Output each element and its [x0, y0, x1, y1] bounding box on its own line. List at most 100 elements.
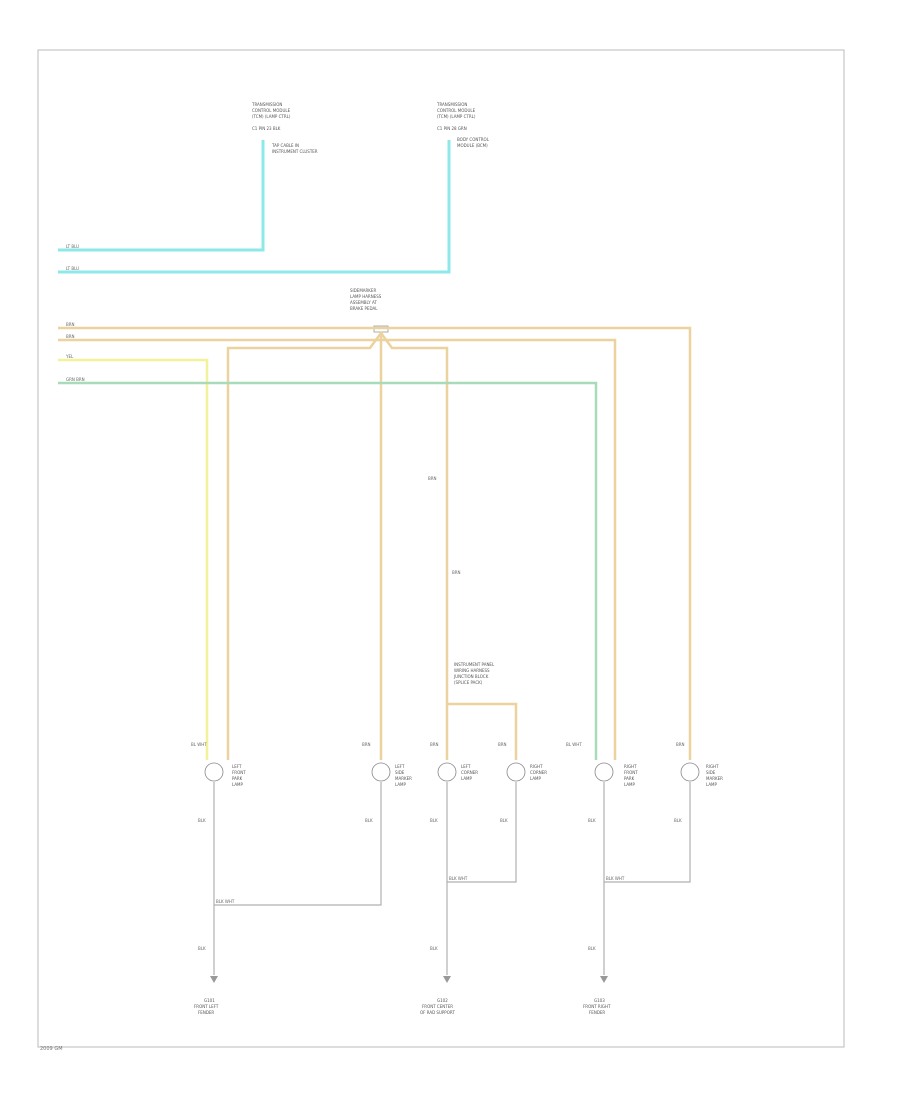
- svg-text:TAP CABLE IN: TAP CABLE IN: [271, 143, 299, 148]
- svg-text:INSTRUMENT CLUSTER: INSTRUMENT CLUSTER: [272, 149, 318, 154]
- cyan-wires: LT BLU LT BLU: [58, 140, 451, 274]
- svg-text:BLK: BLK: [430, 946, 438, 951]
- module-top-left: TRANSMISSION CONTROL MODULE (TCM) (LAMP …: [251, 102, 318, 154]
- ground-wire-labels: BLK BLK BLK BLK BLK BLK BLK WHT BLK WHT …: [198, 818, 682, 951]
- svg-text:BRN: BRN: [676, 742, 685, 747]
- svg-text:RIGHT: RIGHT: [530, 764, 543, 769]
- svg-text:BLK WHT: BLK WHT: [216, 899, 235, 904]
- svg-text:BRN: BRN: [362, 742, 371, 747]
- svg-text:OF RAD SUPPORT: OF RAD SUPPORT: [420, 1010, 455, 1015]
- lamp-left-side-marker: BRN LEFT SIDE MARKER LAMP: [362, 742, 412, 787]
- svg-text:CONTROL MODULE: CONTROL MODULE: [437, 108, 476, 113]
- svg-text:LEFT: LEFT: [395, 764, 405, 769]
- svg-text:BRN: BRN: [66, 322, 75, 327]
- ground-icon: [600, 976, 608, 983]
- svg-text:MARKER: MARKER: [706, 776, 723, 781]
- bulb-icon: [680, 762, 700, 782]
- module-center-mid: INSTRUMENT PANEL WIRING HARNESS JUNCTION…: [453, 662, 495, 685]
- module-center-top: SIDEMARKER LAMP HARNESS ASSEMBLY AT BRAK…: [350, 288, 382, 311]
- svg-text:BRN: BRN: [66, 334, 75, 339]
- svg-text:BRAKE PEDAL: BRAKE PEDAL: [350, 306, 378, 311]
- cyan-wire-2: [58, 140, 451, 274]
- svg-text:MODULE (BCM): MODULE (BCM): [457, 143, 488, 148]
- svg-text:LEFT: LEFT: [461, 764, 471, 769]
- lamp-right-side-marker: BRN RIGHT SIDE MARKER LAMP: [676, 742, 723, 787]
- svg-text:PARK: PARK: [624, 776, 635, 781]
- lamp-right-front-park: BL WHT RIGHT FRONT PARK LAMP: [566, 742, 638, 787]
- bulb-icon: [594, 762, 614, 782]
- svg-text:CORNER: CORNER: [461, 770, 478, 775]
- svg-text:G103: G103: [594, 998, 605, 1003]
- footer-label: 2009 GM: [40, 1046, 63, 1052]
- ground-g101: G101 FRONT LEFT FENDER: [194, 976, 219, 1015]
- bulb-icon: [204, 762, 224, 782]
- svg-text:TRANSMISSION: TRANSMISSION: [251, 102, 282, 107]
- tan-wire-splice: [226, 330, 449, 760]
- lamp-left-corner: BRN LEFT CORNER LAMP: [430, 742, 478, 782]
- yellow-wire: [58, 358, 209, 760]
- svg-text:LT BLU: LT BLU: [66, 266, 79, 271]
- green-wire: [58, 381, 598, 760]
- lamp-left-front-park: BL WHT LEFT FRONT PARK LAMP: [191, 742, 246, 787]
- module-top-right: TRANSMISSION CONTROL MODULE (TCM) (LAMP …: [436, 102, 490, 148]
- svg-text:FRONT CENTER: FRONT CENTER: [422, 1004, 453, 1009]
- svg-text:ASSEMBLY AT: ASSEMBLY AT: [350, 300, 377, 305]
- ground-g103: G103 FRONT RIGHT FENDER: [583, 976, 611, 1015]
- svg-text:BL WHT: BL WHT: [566, 742, 582, 747]
- svg-text:CORNER: CORNER: [530, 770, 547, 775]
- svg-text:SIDE: SIDE: [706, 770, 716, 775]
- svg-text:GRN BRN: GRN BRN: [66, 377, 85, 382]
- svg-text:LAMP: LAMP: [395, 782, 407, 787]
- bulb-icon: [437, 762, 457, 782]
- svg-text:LAMP: LAMP: [530, 776, 542, 781]
- diagram-frame: [37, 49, 845, 1048]
- ground-icon: [443, 976, 451, 983]
- svg-text:SIDEMARKER: SIDEMARKER: [350, 288, 376, 293]
- svg-text:FENDER: FENDER: [589, 1010, 605, 1015]
- tan-wire-top: [58, 326, 692, 760]
- svg-text:BODY CONTROL: BODY CONTROL: [457, 137, 490, 142]
- svg-text:WIRING HARNESS: WIRING HARNESS: [454, 668, 490, 673]
- svg-text:BLK: BLK: [674, 818, 682, 823]
- cyan-wire-1: [58, 140, 265, 252]
- svg-text:C1 PIN 28 GRN: C1 PIN 28 GRN: [437, 126, 467, 131]
- svg-text:LT BLU: LT BLU: [66, 244, 79, 249]
- svg-text:G101: G101: [204, 998, 215, 1003]
- svg-text:BRN: BRN: [498, 742, 507, 747]
- svg-text:BLK: BLK: [198, 818, 206, 823]
- svg-text:(TCM) (LAMP CTRL): (TCM) (LAMP CTRL): [252, 114, 291, 119]
- svg-text:RIGHT: RIGHT: [624, 764, 637, 769]
- svg-text:INSTRUMENT PANEL: INSTRUMENT PANEL: [454, 662, 495, 667]
- tan-wires: BRN BRN: [58, 322, 692, 760]
- svg-text:FRONT RIGHT: FRONT RIGHT: [583, 1004, 611, 1009]
- svg-text:FRONT: FRONT: [232, 770, 246, 775]
- tan-wire-right-corner: [447, 702, 518, 760]
- svg-text:LEFT: LEFT: [232, 764, 242, 769]
- svg-text:BLK WHT: BLK WHT: [606, 876, 625, 881]
- svg-text:PARK: PARK: [232, 776, 243, 781]
- svg-text:BL WHT: BL WHT: [191, 742, 207, 747]
- svg-text:JUNCTION BLOCK: JUNCTION BLOCK: [453, 674, 489, 679]
- svg-text:(SPLICE PACK): (SPLICE PACK): [454, 680, 483, 685]
- svg-text:LAMP HARNESS: LAMP HARNESS: [350, 294, 382, 299]
- svg-text:RIGHT: RIGHT: [706, 764, 719, 769]
- svg-text:LAMP: LAMP: [232, 782, 244, 787]
- lamp-right-corner: BRN RIGHT CORNER LAMP: [498, 742, 547, 782]
- svg-text:FRONT LEFT: FRONT LEFT: [194, 1004, 219, 1009]
- svg-text:YEL: YEL: [65, 354, 74, 359]
- svg-text:BLK: BLK: [198, 946, 206, 951]
- svg-text:MARKER: MARKER: [395, 776, 412, 781]
- svg-text:BRN: BRN: [428, 476, 437, 481]
- ground-wires: [213, 782, 691, 975]
- svg-text:G102: G102: [437, 998, 448, 1003]
- ground-g102: G102 FRONT CENTER OF RAD SUPPORT: [420, 976, 455, 1015]
- bulb-icon: [506, 762, 526, 782]
- svg-text:BLK: BLK: [588, 946, 596, 951]
- svg-text:BLK: BLK: [365, 818, 373, 823]
- svg-text:BLK: BLK: [588, 818, 596, 823]
- svg-text:TRANSMISSION: TRANSMISSION: [436, 102, 467, 107]
- svg-text:LAMP: LAMP: [461, 776, 473, 781]
- bulb-icon: [371, 762, 391, 782]
- svg-text:BLK WHT: BLK WHT: [449, 876, 468, 881]
